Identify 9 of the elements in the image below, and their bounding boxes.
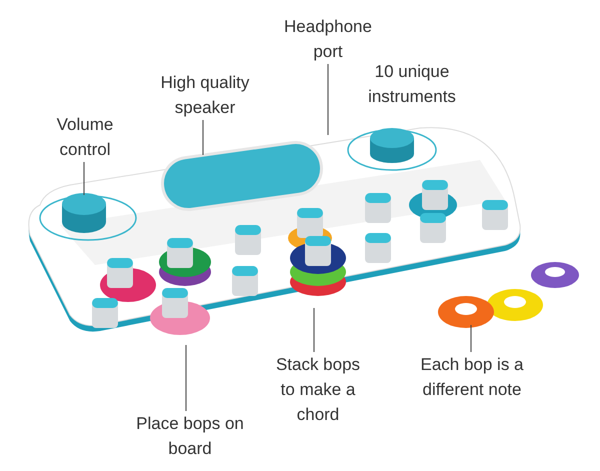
callout-text: Headphone port xyxy=(273,14,383,64)
callout-text: Stack bops to make a chord xyxy=(273,352,363,427)
callout-text: Place bops on board xyxy=(130,411,250,461)
callout-text: High quality speaker xyxy=(145,70,265,120)
callout-text: Each bop is a different note xyxy=(402,352,542,402)
callout-text: 10 unique instruments xyxy=(367,61,457,108)
leader-line xyxy=(470,324,472,352)
leader-line xyxy=(202,120,204,156)
callout-text: Volume control xyxy=(40,112,130,162)
